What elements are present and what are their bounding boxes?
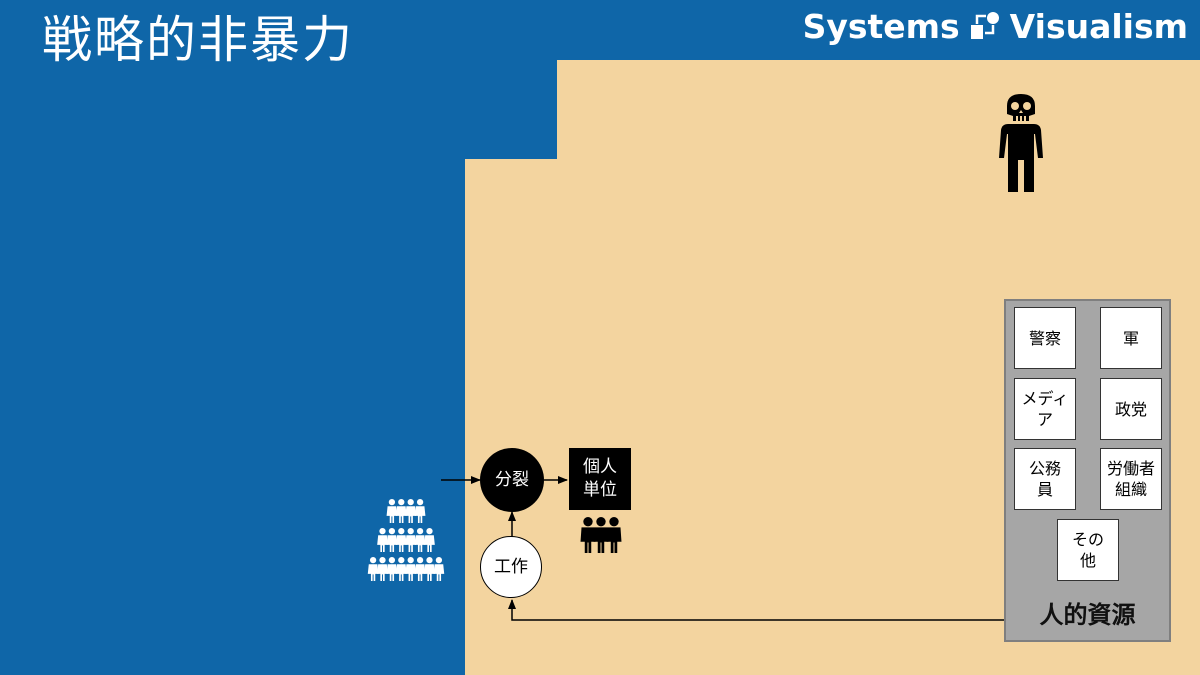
unit-person-3 xyxy=(606,517,622,553)
unit-person-1 xyxy=(580,517,596,553)
resource-civil-servants-line1: 公務 xyxy=(1028,459,1061,478)
crowd-person-r2-3 xyxy=(395,528,407,552)
three-people-icon xyxy=(580,515,622,555)
crowd-person-r2-2 xyxy=(386,528,398,552)
resource-civil-servants-line2: 員 xyxy=(1036,480,1053,499)
resource-others-line1: その xyxy=(1071,530,1104,549)
individual-unit-line1: 個人 xyxy=(583,457,617,477)
beige-region-upper xyxy=(557,60,1200,160)
arrow-resources-to-work xyxy=(508,599,1004,621)
crowd-person-r3-8 xyxy=(433,557,445,581)
individual-unit-node: 個人 単位 xyxy=(569,448,631,510)
crowd-person-r3-1 xyxy=(367,557,379,581)
resource-media-line1: メディ xyxy=(1021,389,1069,408)
brand-text-left: Systems xyxy=(802,6,960,46)
resource-police-label: 警察 xyxy=(1028,328,1061,348)
resource-labor-unions-line2: 組織 xyxy=(1114,480,1147,499)
crowd-person-r2-5 xyxy=(414,528,426,552)
brand-logo: Systems Visualism xyxy=(803,6,1188,46)
crowd-person-r1-2 xyxy=(395,499,407,523)
crowd-person-r3-2 xyxy=(377,557,388,581)
resource-others: その 他 xyxy=(1057,519,1119,581)
crowd-person-r3-7 xyxy=(424,557,435,581)
unit-person-2 xyxy=(593,517,609,553)
resource-labor-unions-line1: 労働者 xyxy=(1106,459,1155,478)
resource-media: メディ ア xyxy=(1014,378,1076,440)
resource-military: 軍 xyxy=(1100,307,1162,369)
systems-logo-icon xyxy=(970,11,1000,41)
crowd-person-r3-6 xyxy=(414,557,426,581)
resource-civil-servants: 公務 員 xyxy=(1014,448,1076,510)
crowd-person-r2-1 xyxy=(377,528,388,552)
human-resources-label: 人的資源 xyxy=(1039,601,1136,629)
work-node-label: 工作 xyxy=(494,557,528,577)
crowd-person-r1-1 xyxy=(386,499,398,523)
resource-media-line2: ア xyxy=(1036,410,1053,429)
skull-person-icon xyxy=(998,94,1044,194)
resource-military-label: 軍 xyxy=(1122,328,1139,348)
resource-others-line2: 他 xyxy=(1079,551,1096,570)
resource-political-party-label: 政党 xyxy=(1114,399,1147,419)
page-title: 戦略的非暴力 xyxy=(42,11,354,69)
crowd-person-r2-4 xyxy=(405,528,417,552)
resource-political-party: 政党 xyxy=(1100,378,1162,440)
crowd-person-r3-3 xyxy=(386,557,398,581)
split-node-label: 分裂 xyxy=(495,470,529,490)
resource-labor-unions: 労働者 組織 xyxy=(1100,448,1162,510)
crowd-person-r2-6 xyxy=(424,528,435,552)
work-node: 工作 xyxy=(480,536,542,598)
human-resources-panel: 警察 軍 メディ ア 政党 公務 員 労働者 組織 その 他 人的資源 xyxy=(1004,299,1171,642)
crowd-person-r3-5 xyxy=(405,557,417,581)
individual-unit-line2: 単位 xyxy=(583,480,617,500)
resource-police: 警察 xyxy=(1014,307,1076,369)
crowd-person-r3-4 xyxy=(395,557,407,581)
crowd-person-r1-3 xyxy=(405,499,417,523)
crowd-person-r1-4 xyxy=(414,499,426,523)
split-node: 分裂 xyxy=(480,448,544,512)
brand-text-right: Visualism xyxy=(1009,6,1188,46)
crowd-pyramid-icon xyxy=(367,497,445,583)
